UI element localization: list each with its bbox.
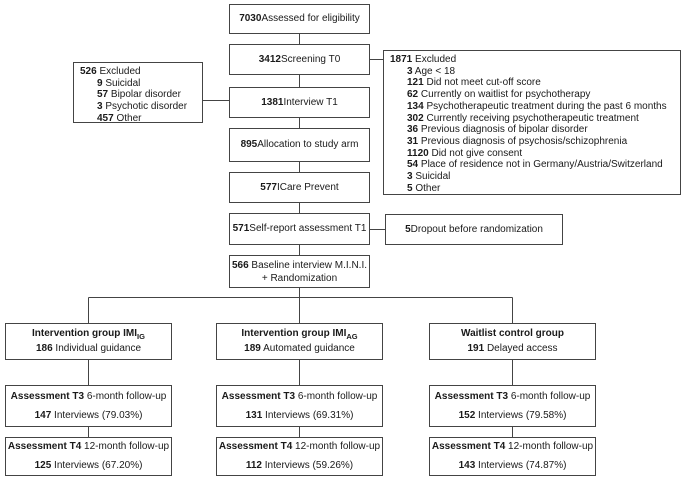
excluded-screening-label: Excluded <box>99 66 141 77</box>
baseline-count: 566 <box>231 259 249 271</box>
t3-box-imi-ig: Assessment T3 6-month follow-up 147 Inte… <box>5 385 172 427</box>
assessed-label: Assessed for eligibility <box>261 13 360 24</box>
box-excluded-interview: 1871 Excluded 3 Age < 18 121 Did not mee… <box>383 50 681 195</box>
group-waitlist-box: Waitlist control group 191 Delayed acces… <box>429 323 596 360</box>
t4-header: Assessment T4 12-month follow-up <box>7 441 170 452</box>
group-imi-ag-desc-line: 189 Automated guidance <box>244 343 355 354</box>
group-imi-ag-title: Intervention group IMIAG <box>241 328 358 341</box>
t4-header: Assessment T4 12-month follow-up <box>218 441 381 452</box>
baseline-label: Baseline interview M.I.N.I. <box>251 259 368 271</box>
box-dropout-before-randomization: 5 Dropout before randomization <box>385 214 563 245</box>
screening-count: 3412 <box>258 53 281 65</box>
t3-result: 131 Interviews (69.31%) <box>245 409 354 421</box>
interview-label: Interview T1 <box>283 96 338 108</box>
group-imi-ig-desc-line: 186 Individual guidance <box>35 343 142 354</box>
t4-box-imi-ag: Assessment T4 12-month follow-up 112 Int… <box>216 437 383 476</box>
excluded-interview-item: 5 Other <box>407 182 441 194</box>
group-imi-ig-title: Intervention group IMIIG <box>32 328 145 341</box>
t3-header: Assessment T3 6-month follow-up <box>10 390 167 402</box>
excluded-interview-item: 121 Did not meet cut-off score <box>407 77 541 89</box>
t4-header: Assessment T4 12-month follow-up <box>431 441 594 452</box>
box-baseline-randomization: 566 Baseline interview M.I.N.I. + Random… <box>229 255 370 288</box>
self-report-label: Self-report assessment T1 <box>249 223 367 234</box>
excluded-interview-item: 302 Currently receiving psychotherapeuti… <box>407 112 639 124</box>
icare-count: 577 <box>260 181 277 193</box>
excluded-interview-header: 1871 Excluded <box>390 54 674 66</box>
group-waitlist-title: Waitlist control group <box>461 328 564 339</box>
connector-path <box>88 34 513 437</box>
excluded-screening-count: 526 <box>80 66 97 77</box>
box-self-report-t1: 571 Self-report assessment T1 <box>229 213 370 245</box>
t3-result: 152 Interviews (79.58%) <box>458 409 567 421</box>
group-imi-ig-subscript: IG <box>137 332 145 341</box>
excluded-screening-header: 526 Excluded <box>80 66 196 78</box>
t4-box-imi-ig: Assessment T4 12-month follow-up 125 Int… <box>5 437 172 476</box>
excluded-interview-count: 1871 <box>390 54 413 65</box>
excluded-interview-item: 62 Currently on waitlist for psychothera… <box>407 89 591 101</box>
box-allocation: 895 Allocation to study arm <box>229 128 370 162</box>
box-icare-prevent: 577 ICare Prevent <box>229 172 370 203</box>
dropout-count: 5 <box>405 223 411 235</box>
excluded-interview-item: 134 Psychotherapeutic treatment during t… <box>407 100 667 112</box>
excluded-interview-item: 3 Suicidal <box>407 171 451 183</box>
excluded-screening-item: 457 Other <box>97 112 142 124</box>
box-excluded-screening: 526 Excluded 9 Suicidal 57 Bipolar disor… <box>73 62 203 124</box>
excluded-screening-item: 3 Psychotic disorder <box>97 101 188 113</box>
box-screening-t0: 3412 Screening T0 <box>229 44 370 75</box>
excluded-interview-item: 31 Previous diagnosis of psychosis/schiz… <box>407 135 628 147</box>
excluded-interview-label: Excluded <box>415 54 457 65</box>
excluded-interview-item: 54 Place of residence not in Germany/Aus… <box>407 159 663 171</box>
group-imi-ag-subscript: AG <box>346 332 358 341</box>
allocation-count: 895 <box>240 139 258 150</box>
box-interview-t1: 1381 Interview T1 <box>229 87 370 118</box>
t3-box-imi-ag: Assessment T3 6-month follow-up 131 Inte… <box>216 385 383 427</box>
box-assessed-eligibility: 7030 Assessed for eligibility <box>229 4 370 34</box>
baseline-line1: 566 Baseline interview M.I.N.I. <box>232 259 367 272</box>
excluded-interview-item: 3 Age < 18 <box>407 65 456 77</box>
excluded-screening-item: 57 Bipolar disorder <box>97 89 181 101</box>
baseline-line2: + Randomization <box>261 272 338 284</box>
group-imi-ag-box: Intervention group IMIAG 189 Automated g… <box>216 323 383 360</box>
t3-result: 147 Interviews (79.03%) <box>34 409 143 421</box>
interview-count: 1381 <box>261 96 284 108</box>
group-imi-ig-box: Intervention group IMIIG 186 Individual … <box>5 323 172 360</box>
group-waitlist-desc-line: 191 Delayed access <box>467 343 558 354</box>
t4-result: 112 Interviews (59.26%) <box>245 460 354 471</box>
excluded-interview-item: 36 Previous diagnosis of bipolar disorde… <box>407 124 588 136</box>
screening-label: Screening T0 <box>280 53 341 65</box>
t4-result: 125 Interviews (67.20%) <box>34 460 143 471</box>
dropout-label: Dropout before randomization <box>410 223 543 235</box>
assessed-count: 7030 <box>239 13 262 24</box>
t4-result: 143 Interviews (74.87%) <box>458 460 567 471</box>
t3-header: Assessment T3 6-month follow-up <box>434 390 591 402</box>
allocation-label: Allocation to study arm <box>257 139 359 150</box>
self-report-count: 571 <box>232 223 250 234</box>
excluded-screening-item: 9 Suicidal <box>97 77 141 89</box>
t4-box-waitlist: Assessment T4 12-month follow-up 143 Int… <box>429 437 596 476</box>
t3-box-waitlist: Assessment T3 6-month follow-up 152 Inte… <box>429 385 596 427</box>
icare-label: ICare Prevent <box>276 181 339 193</box>
excluded-interview-item: 1120 Did not give consent <box>407 147 523 159</box>
t3-header: Assessment T3 6-month follow-up <box>221 390 378 402</box>
